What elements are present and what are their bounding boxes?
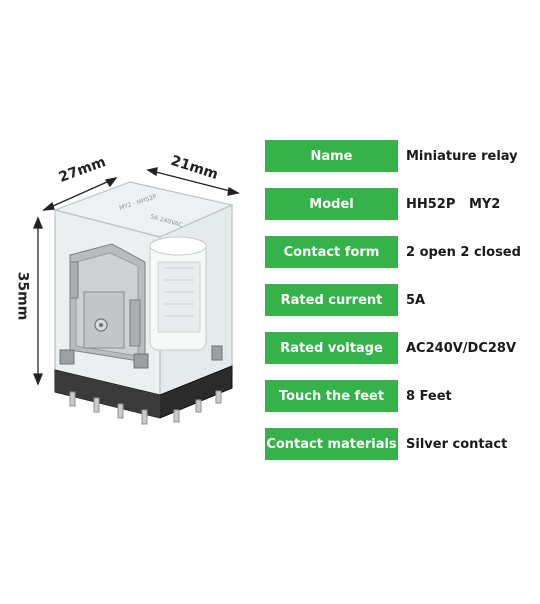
spec-value: 2 open 2 closed [406,244,521,260]
spec-value: Miniature relay [406,148,518,164]
dimension-height-label: 35mm [14,271,31,321]
spec-key: Rated current [265,284,398,316]
relay-coil [149,236,207,351]
spec-key: Name [265,140,398,172]
spec-row-contact-form: Contact form 2 open 2 closed [265,236,533,268]
spec-row-contact-materials: Contact materials Silver contact [265,428,533,460]
relay-contacts [59,345,223,369]
spec-value: AC240V/DC28V [406,340,517,356]
relay-illustration: MY2 · HH52P 5A 240VAC [33,167,240,425]
spec-key: Touch the feet [265,380,398,412]
spec-key: Model [265,188,398,220]
spec-key: Contact form [265,236,398,268]
spec-row-model: Model HH52P MY2 [265,188,533,220]
spec-table: Name Miniature relay Model HH52P MY2 Con… [265,140,533,476]
spec-key: Contact materials [265,428,398,460]
spec-row-rated-current: Rated current 5A [265,284,533,316]
dimension-arrows [33,167,240,386]
spec-row-feet: Touch the feet 8 Feet [265,380,533,412]
spec-value: 5A [406,292,426,308]
spec-row-name: Name Miniature relay [265,140,533,172]
spec-key: Rated voltage [265,332,398,364]
spec-value: Silver contact [406,436,508,452]
relay-metal-frame [69,243,146,363]
relay-product-image: MY2 · HH52P 5A 240VAC [0,0,260,600]
spec-row-rated-voltage: Rated voltage AC240V/DC28V [265,332,533,364]
spec-value: HH52P MY2 [406,196,501,212]
relay-pins [69,390,222,425]
spec-value: 8 Feet [406,388,452,404]
